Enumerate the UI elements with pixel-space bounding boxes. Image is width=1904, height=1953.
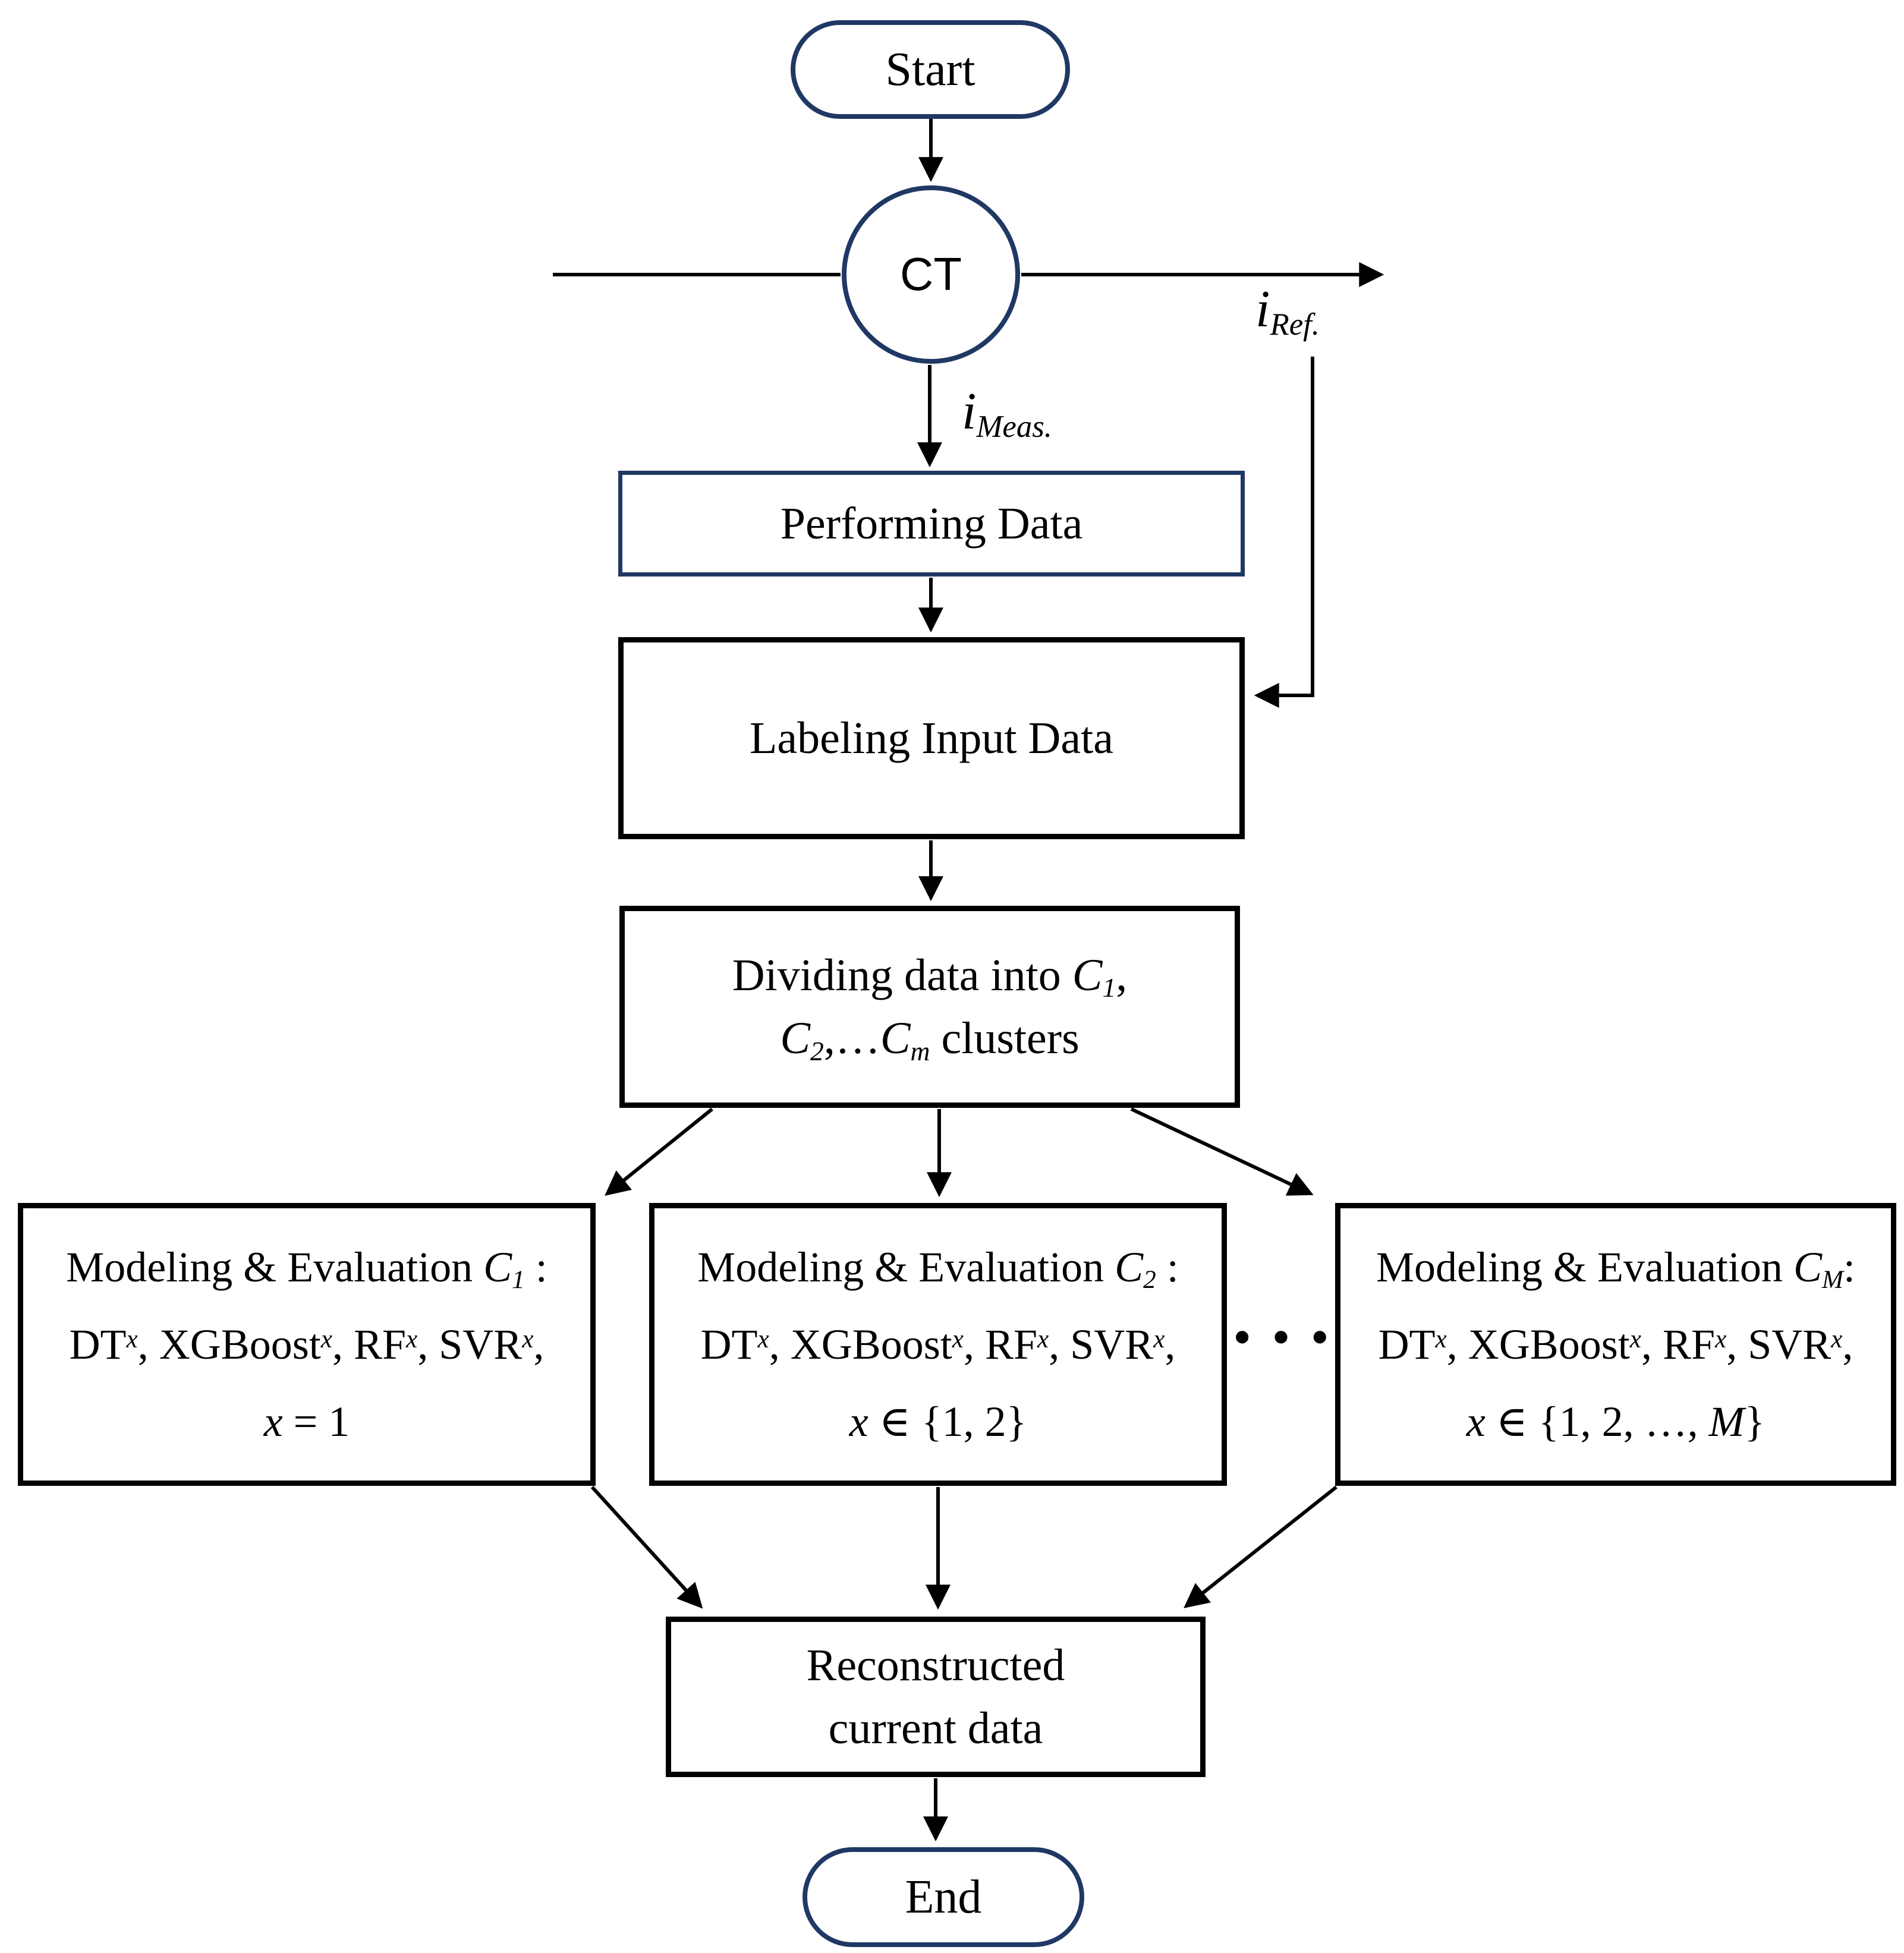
end-node: End	[802, 1847, 1084, 1947]
reconstructed-line-2: current data	[828, 1703, 1043, 1753]
arrow-iref-to-labeling	[1254, 357, 1314, 708]
modeling-c1-line-1: Modeling & Evaluation C1 :	[66, 1243, 547, 1294]
ct-node: CT	[842, 185, 1020, 364]
arrow-dividing-to-cm	[1130, 1107, 1314, 1196]
modeling-c1-line-3: x = 1	[263, 1398, 350, 1445]
performing-data-node: Performing Data	[618, 471, 1245, 577]
labeling-input-data-node: Labeling Input Data	[618, 637, 1245, 839]
modeling-cm-line-3: x ∈ {1, 2, …, M}	[1466, 1398, 1765, 1445]
i-ref-label: iRef.	[1255, 281, 1320, 342]
modeling-c2-line-2: DTx, XGBoostx, RFx, SVRx,	[700, 1321, 1176, 1368]
start-node: Start	[791, 20, 1070, 119]
modeling-cm-line-2: DTx, XGBoostx, RFx, SVRx,	[1378, 1321, 1853, 1368]
modeling-c1-line-2: DTx, XGBoostx, RFx, SVRx,	[69, 1321, 545, 1368]
dividing-line-1: Dividing data into C1,	[732, 950, 1128, 1003]
modeling-cm-line-1: Modeling & Evaluation CM:	[1376, 1243, 1855, 1294]
ellipsis-dots: •••	[1234, 1311, 1351, 1363]
arrow-cm-to-reconstructed	[1184, 1485, 1337, 1608]
dividing-clusters-node: Dividing data into C1, C2,…Cm clusters	[619, 906, 1240, 1108]
dividing-line-2: C2,…Cm clusters	[780, 1013, 1080, 1066]
reconstructed-current-data-node: Reconstructed current data	[666, 1617, 1206, 1777]
modeling-c2-node: Modeling & Evaluation C2 : DTx, XGBoostx…	[649, 1203, 1227, 1486]
arrow-dividing-to-c1	[605, 1107, 713, 1196]
modeling-c2-line-3: x ∈ {1, 2}	[849, 1398, 1027, 1445]
modeling-c1-node: Modeling & Evaluation C1 : DTx, XGBoostx…	[18, 1203, 596, 1486]
arrow-c1-to-reconstructed	[590, 1485, 703, 1609]
reconstructed-line-1: Reconstructed	[806, 1640, 1065, 1690]
modeling-c2-line-1: Modeling & Evaluation C2 :	[697, 1243, 1179, 1294]
i-meas-label: iMeas.	[962, 383, 1053, 444]
modeling-cm-node: Modeling & Evaluation CM: DTx, XGBoostx,…	[1335, 1203, 1896, 1486]
